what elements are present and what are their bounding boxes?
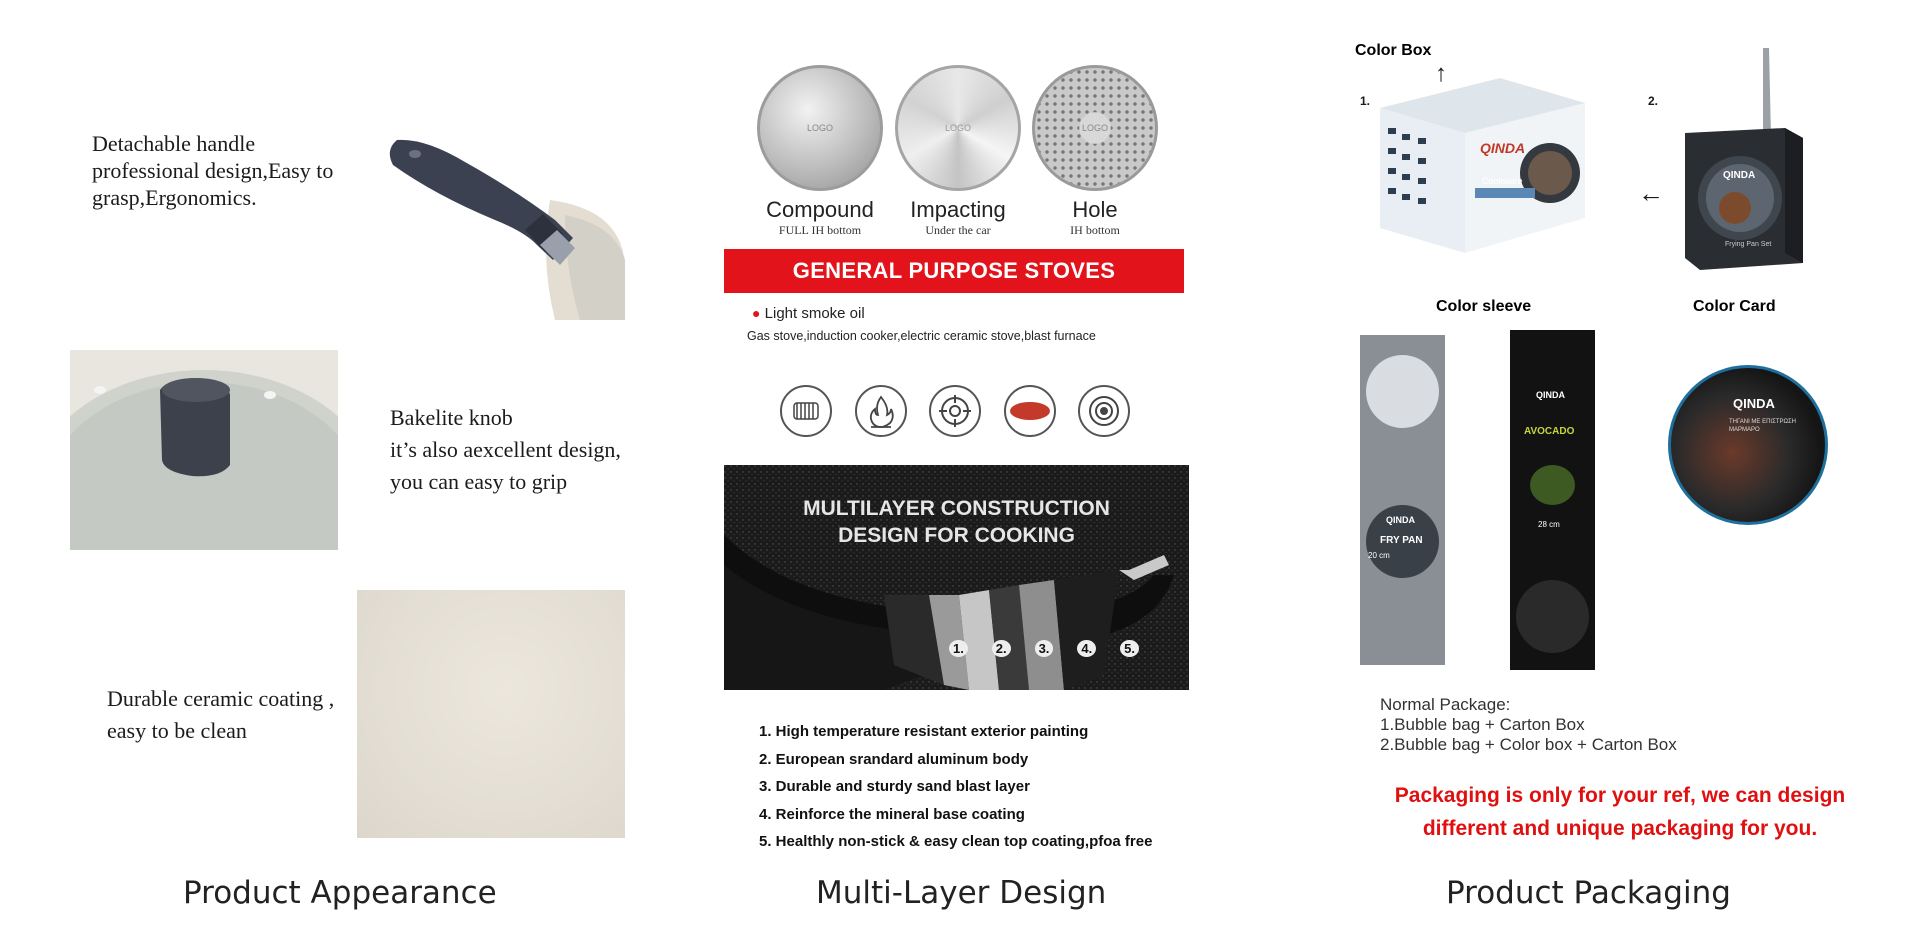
general-purpose-stoves-banner: GENERAL PURPOSE STOVES	[724, 249, 1184, 293]
pan-box-sub: Frying Pan Set	[1725, 241, 1772, 248]
layer-number: 2.	[991, 640, 1011, 657]
ceramic-plate-icon	[1003, 385, 1056, 437]
flame-icon	[854, 385, 907, 437]
box-brand: QINDA	[1480, 140, 1526, 156]
list-item: 3. Durable and sturdy sand blast layer	[759, 778, 1030, 795]
layer-number: 5.	[1120, 640, 1139, 657]
packaging-note: Packaging is only for your ref, we can d…	[1394, 784, 1846, 840]
up-arrow-icon: ↑	[1435, 60, 1447, 87]
bottom-hole: LOGO Hole IH bottom	[1025, 65, 1165, 238]
gas-burner-icon	[929, 385, 981, 437]
layer-number: 4.	[1077, 640, 1097, 657]
list-item: 1. High temperature resistant exterior p…	[759, 723, 1089, 740]
step-1-label: 1.	[1360, 94, 1371, 108]
bottom-compound: LOGO Compound FULL IH bottom	[750, 65, 890, 238]
step-2-label: 2.	[1648, 94, 1659, 108]
compound-bottom-disc: LOGO	[757, 65, 883, 191]
card-brand: QINDA	[1733, 396, 1775, 411]
color-box-title: Color Box	[1355, 42, 1432, 59]
list-item: 5. Healthly non-stick & easy clean top c…	[759, 833, 1153, 850]
sleeve-1-product: FRY PAN	[1380, 535, 1423, 546]
blast-furnace-icon	[1078, 385, 1130, 437]
color-sleeve-1: QINDA FRY PAN 20 cm	[1360, 335, 1445, 665]
ceramic-coating-photo	[357, 590, 625, 838]
construction-title: MULTILAYER CONSTRUCTION DESIGN FOR COOKI…	[803, 497, 1110, 547]
layer-numbers: 1. 2. 3. 4. 5.	[949, 640, 1139, 657]
color-sleeve-title: Color sleeve	[1436, 298, 1532, 315]
sleeve-2-brand: QINDA	[1536, 390, 1565, 400]
pan-box-brand: QINDA	[1723, 170, 1756, 181]
sleeve-1-size: 20 cm	[1368, 551, 1390, 560]
normal-package-info: Normal Package: 1.Bubble bag + Carton Bo…	[1380, 695, 1677, 754]
list-item: 4. Reinforce the mineral base coating	[759, 805, 1025, 823]
bullet-icon: ●	[752, 305, 761, 321]
hole-bottom-disc: LOGO	[1032, 65, 1158, 191]
multi-layer-design-caption: Multi-Layer Design	[816, 875, 1107, 911]
list-item: 2. European srandard aluminum body	[759, 750, 1029, 768]
product-appearance-caption: Product Appearance	[183, 875, 497, 911]
layer-list: 1. High temperature resistant exterior p…	[759, 718, 1152, 856]
coating-note: Durable ceramic coating , easy to be cle…	[107, 686, 335, 743]
stoves-note: Gas stove,induction cooker,electric cera…	[747, 329, 1096, 343]
layer-number: 3.	[1034, 640, 1054, 657]
color-card-title: Color Card	[1693, 298, 1776, 315]
multilayer-construction-panel: MULTILAYER CONSTRUCTION DESIGN FOR COOKI…	[724, 465, 1189, 690]
sleeve-2-product: AVOCADO	[1524, 426, 1575, 437]
left-arrow-icon: ←	[1638, 178, 1664, 208]
stove-icons-row	[780, 385, 1130, 437]
glass-lid-photo	[70, 350, 338, 550]
induction-coil-icon	[780, 385, 832, 437]
sleeve-1-brand: QINDA	[1386, 515, 1415, 525]
impacting-bottom-disc: LOGO	[895, 65, 1021, 191]
layer-number: 1.	[949, 640, 968, 657]
color-sleeve-2: QINDA AVOCADO 28 cm	[1510, 330, 1595, 670]
knob-note: Bakelite knob it’s also aexcellent desig…	[390, 405, 621, 494]
handle-note: Detachable handle professional design,Ea…	[92, 131, 334, 210]
sleeve-2-size: 28 cm	[1538, 520, 1560, 529]
color-box-image: QINDA Cookware	[1380, 78, 1590, 258]
bottom-impacting: LOGO Impacting Under the car	[888, 65, 1028, 238]
pan-box-image: QINDA Frying Pan Set	[1685, 48, 1815, 270]
oil-note: ● Light smoke oil	[752, 305, 865, 322]
card-text: ΤΗΓΑΝΙ ΜΕ ΕΠΙΣΤΡΩΣΗ ΜΑΡΜΑΡΟ	[1729, 419, 1796, 433]
product-packaging-caption: Product Packaging	[1446, 875, 1731, 911]
handle-photo	[375, 120, 625, 320]
box-label: Cookware	[1482, 176, 1523, 186]
color-card-image: QINDA ΤΗΓΑΝΙ ΜΕ ΕΠΙΣΤΡΩΣΗ ΜΑΡΜΑΡΟ	[1668, 365, 1828, 525]
